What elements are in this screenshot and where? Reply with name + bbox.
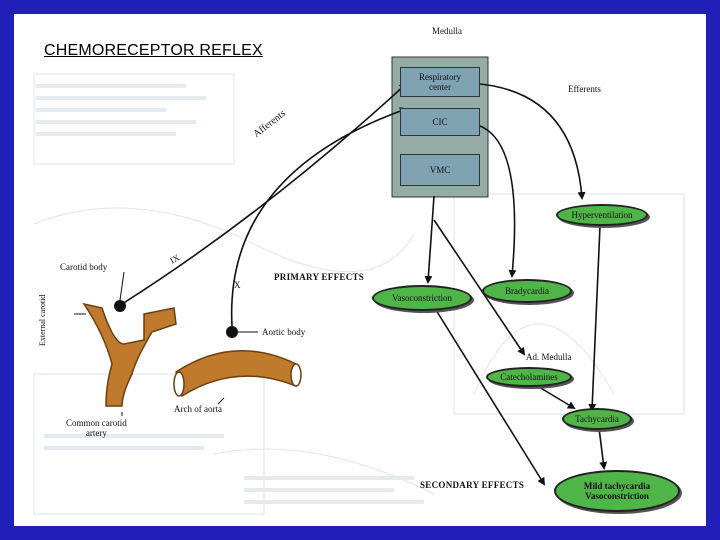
medulla-label: Medulla xyxy=(432,26,462,36)
catecholamines-node: Catecholamines xyxy=(486,367,572,387)
primary-effects-heading: PRIMARY EFFECTS xyxy=(274,272,365,282)
slide: CHEMORECEPTOR REFLEX Medulla Efferents A… xyxy=(14,14,706,526)
respiratory-center-box: Respiratory center xyxy=(400,67,480,97)
common-carotid-label: Common carotid artery xyxy=(66,418,127,438)
page-title: CHEMORECEPTOR REFLEX xyxy=(44,42,263,59)
vasoconstriction-node: Vasoconstriction xyxy=(372,285,472,311)
secondary-effects-heading: SECONDARY EFFECTS xyxy=(420,480,525,490)
bradycardia-node: Bradycardia xyxy=(482,279,572,303)
aortic-body-dot xyxy=(226,326,238,338)
carotid-body-label: Carotid body xyxy=(60,262,108,272)
arch-of-aorta-label: Arch of aorta xyxy=(174,404,222,414)
afferent-x-arrow xyxy=(230,107,408,327)
x-label: X xyxy=(234,280,241,290)
background-texture xyxy=(33,73,685,515)
vasoconstriction-to-mild-arrow xyxy=(435,309,546,486)
efferent-vasoconstriction-arrow xyxy=(424,195,435,284)
common-carotid-artery xyxy=(82,302,177,407)
external-carotid-label: External carotid xyxy=(38,294,47,346)
afferent-ix-arrow xyxy=(121,82,408,305)
aorta-opening-left xyxy=(173,371,185,397)
hyperventilation-node: Hyperventilation xyxy=(556,204,648,226)
reflex-diagram xyxy=(74,56,608,486)
hyperventilation-to-tachycardia-arrow xyxy=(588,225,601,412)
tachycardia-node: Tachycardia xyxy=(562,408,632,430)
efferents-label: Efferents xyxy=(568,84,601,94)
arch-of-aorta xyxy=(175,350,297,398)
efferent-hyperventilation-arrow xyxy=(479,83,586,200)
aorta-opening-right xyxy=(290,363,302,387)
ad-medulla-label: Ad. Medulla xyxy=(526,352,572,362)
mild-tachycardia-vasoconstriction-node: Mild tachycardia Vasoconstriction xyxy=(554,470,680,512)
tachycardia-to-mild-arrow xyxy=(598,427,608,470)
cic-box: CIC xyxy=(400,108,480,136)
vmc-box: VMC xyxy=(400,154,480,186)
vmc-to-admedulla-arrow xyxy=(433,219,526,356)
aortic-body-label: Aortic body xyxy=(262,327,306,337)
catecholamines-to-tachycardia-arrow xyxy=(533,383,576,410)
efferent-bradycardia-arrow xyxy=(479,125,517,278)
